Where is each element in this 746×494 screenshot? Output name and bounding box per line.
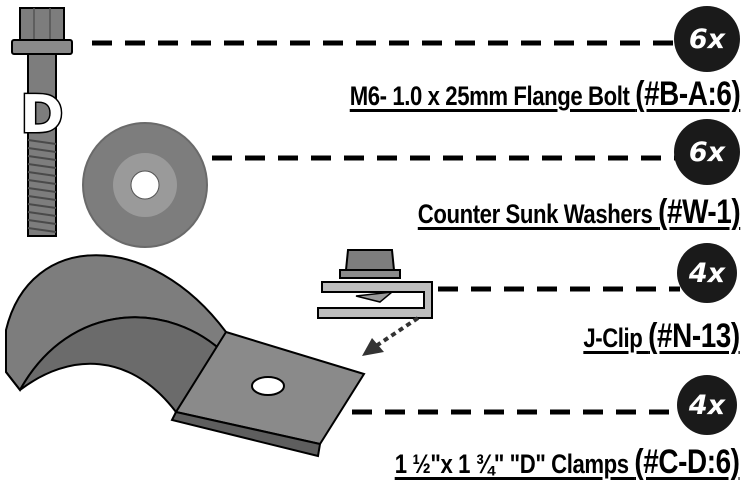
flange-bolt-icon: D — [11, 7, 73, 237]
arrow-icon — [362, 316, 420, 356]
clamp-label: 1 ½"x 1 ¾" "D" Clamps (#C-D:6) — [395, 443, 740, 482]
qty-badge-washer: 6x — [674, 119, 740, 185]
svg-text:6x: 6x — [689, 24, 727, 55]
qty-badge-bolt: 6x — [674, 6, 740, 72]
bolt-code: (#B-A:6) — [634, 75, 741, 113]
bolt-label: M6- 1.0 x 25mm Flange Bolt (#B-A:6) — [349, 75, 740, 114]
j-clip-icon — [317, 249, 433, 319]
washer-name: Counter Sunk Washers — [417, 199, 658, 229]
washer-icon — [82, 122, 208, 248]
qty-badge-jclip: 4x — [677, 243, 737, 303]
svg-text:4x: 4x — [688, 390, 727, 421]
bolt-mark: D — [20, 85, 63, 145]
qty-badge-clamp: 4x — [677, 375, 737, 435]
jclip-label: J-Clip (#N-13) — [583, 317, 741, 356]
svg-text:4x: 4x — [688, 258, 727, 289]
jclip-code: (#N-13) — [648, 317, 740, 355]
washer-code: (#W-1) — [657, 193, 741, 231]
bolt-name: M6- 1.0 x 25mm Flange Bolt — [349, 81, 635, 111]
washer-label: Counter Sunk Washers (#W-1) — [417, 193, 741, 232]
d-clamp-icon — [5, 254, 366, 458]
leader-lines — [92, 40, 680, 415]
clamp-name: 1 ½"x 1 ¾" "D" Clamps — [395, 449, 635, 479]
svg-text:6x: 6x — [689, 137, 727, 168]
clamp-code: (#C-D:6) — [634, 443, 741, 481]
jclip-name: J-Clip — [583, 323, 649, 353]
